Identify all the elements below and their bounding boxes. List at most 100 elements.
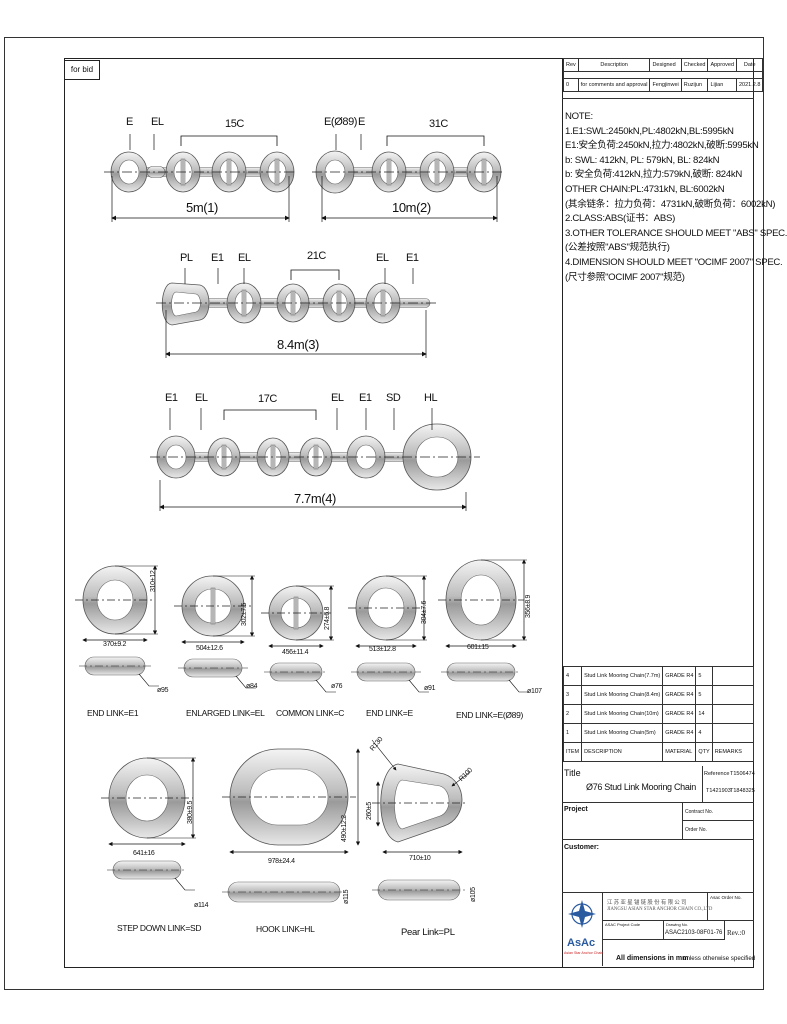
bom-qty: 14 [695, 704, 713, 724]
logo-divider [562, 892, 754, 893]
rev-label: Rev.:0 [727, 929, 746, 937]
note-line: 4.DIMENSION SHOULD MEET "OCIMF 2007" SPE… [565, 256, 783, 268]
note-line: 1.E1:SWL:2450kN,PL:4802kN,BL:5995kN [565, 125, 734, 137]
title-column-divider [562, 58, 563, 968]
chain2-label-e89: E(Ø89) [324, 116, 358, 128]
e1-name: END LINK=E1 [87, 708, 139, 718]
drawing-frame [64, 58, 754, 968]
c-name: COMMON LINK=C [276, 708, 345, 718]
bom-desc: Stud Link Mooring Chain(8.4m) [581, 685, 664, 705]
leader-line [235, 675, 256, 689]
revision-table: Rev Description Designed Checked Approve… [562, 58, 764, 92]
bom-item: 2 [562, 704, 583, 724]
bom-remarks [711, 704, 755, 724]
e-height: 304±7.6 [421, 600, 428, 624]
detail-link [261, 585, 336, 693]
hl-dia: ø115 [343, 889, 350, 904]
chain4-label-el2: EL [331, 392, 344, 404]
checked-value: Ruzijun [680, 78, 709, 92]
chain1-label-e: E [126, 116, 133, 128]
logo-cell: AsAc Asian Star Anchor Chain [562, 892, 603, 966]
bom-item: 1 [562, 723, 583, 743]
for-bid-stamp: for bid [64, 60, 100, 80]
company-en: JIANGSU ASIAN STAR ANCHOR CHAIN CO.,LTD [607, 907, 713, 912]
pl-width: 710±10 [409, 855, 431, 862]
el-name: ENLARGED LINK=EL [186, 708, 265, 718]
note-line: b: 安全负荷:412kN,拉力:579kN,破断: 824kN [565, 169, 743, 181]
order-cell: Order No. [683, 821, 754, 840]
leader-line [174, 877, 195, 891]
chain3-label-e1b: E1 [406, 252, 419, 264]
footer-unless: unless otherwise specified [683, 955, 756, 962]
hl-width: 978±24.4 [268, 858, 295, 865]
bom-qty: 5 [695, 666, 713, 686]
note-line: b: SWL: 412kN, PL: 579kN, BL: 824kN [565, 154, 720, 166]
note-line: NOTE: [565, 111, 593, 122]
asac-order-cell: Asac Order No. [708, 892, 754, 921]
bom-desc: Stud Link Mooring Chain(5m) [581, 723, 664, 743]
c-dia: ø76 [331, 683, 343, 690]
chain2-length: 10m(2) [392, 200, 431, 215]
notes-block: NOTE: 1.E1:SWL:2450kN,PL:4802kN,BL:5995k… [565, 110, 787, 285]
chain-2 [312, 134, 505, 222]
bom-desc: Stud Link Mooring Chain(7.7m) [581, 666, 664, 686]
chain3-label-e1: E1 [211, 252, 224, 264]
chain3-length: 8.4m(3) [277, 337, 319, 352]
bom-remarks [711, 723, 755, 743]
detail-hook-link [222, 748, 361, 903]
chain-assemblies [104, 134, 505, 511]
note-line: 2.CLASS:ABS(证书：ABS) [565, 213, 675, 225]
bom-desc: Stud Link Mooring Chain(10m) [581, 704, 664, 724]
chain-drawing [75, 134, 529, 903]
hl-name: HOOK LINK=HL [256, 924, 315, 934]
bracket [223, 409, 317, 420]
detail-link [438, 559, 529, 693]
bom-qty: 5 [695, 685, 713, 705]
e89-height: 356±8.9 [525, 594, 532, 618]
title-label: Title [564, 768, 581, 778]
chain4-length: 7.7m(4) [294, 491, 336, 506]
bracket [180, 135, 278, 146]
chain3-label-el2: EL [376, 252, 389, 264]
pl-dia: ø105 [470, 887, 477, 902]
el-dia: ø84 [246, 683, 258, 690]
detail-link [75, 565, 159, 687]
drawing-title: Ø76 Stud Link Mooring Chain [586, 782, 696, 792]
revision-divider [562, 98, 754, 99]
radius-leader [371, 739, 397, 771]
e89-name: END LINK=E(Ø89) [456, 710, 524, 720]
bom-qty-header: QTY [695, 742, 713, 762]
bom-remarks [711, 685, 755, 705]
sd-height: 380±9.5 [187, 800, 194, 824]
bom-qty: 4 [695, 723, 713, 743]
note-line: (尺寸参照"OCIMF 2007"规范) [565, 271, 685, 283]
chain1-label-el: EL [151, 116, 164, 128]
e1-height: 310±12 [150, 570, 157, 592]
e1-width: 370±9.2 [103, 641, 127, 648]
el-width: 504±12.6 [196, 645, 223, 652]
note-line: OTHER CHAIN:PL:4731kN, BL:6002kN [565, 183, 725, 195]
drawing-no-label: Drawing No. [666, 922, 689, 927]
link-details [75, 559, 529, 903]
pl-height: 260±5 [366, 802, 373, 820]
contract-cell: Contract No. [683, 803, 754, 821]
order-label: Order No. [685, 827, 707, 833]
bom-item: 4 [562, 666, 583, 686]
bom-material: GRADE R4 [662, 685, 697, 705]
bom-remarks-header: REMARKS [711, 742, 755, 762]
bom-material: GRADE R4 [662, 723, 697, 743]
reference-2a: T1421903 [706, 788, 731, 794]
chain1-label-count: 15C [225, 118, 244, 130]
pear-link-hole [394, 779, 450, 830]
e89-dia: ø107 [527, 688, 542, 695]
c-height: 274±6.8 [324, 606, 331, 630]
leader-line [315, 679, 336, 693]
chain3-label-el: EL [238, 252, 251, 264]
note-line: 3.OTHER TOLERANCE SHOULD MEET "ABS" SPEC… [565, 227, 787, 239]
project-code-label: ASAC Project Code [605, 922, 641, 927]
hl-height: 490±12.2 [341, 815, 348, 842]
title-cell: Title Ø76 Stud Link Mooring Chain [562, 766, 703, 803]
chain-4 [150, 408, 480, 511]
note-line: E1:安全负荷:2450kN,拉力:4802kN,破断:5995kN [565, 140, 759, 152]
